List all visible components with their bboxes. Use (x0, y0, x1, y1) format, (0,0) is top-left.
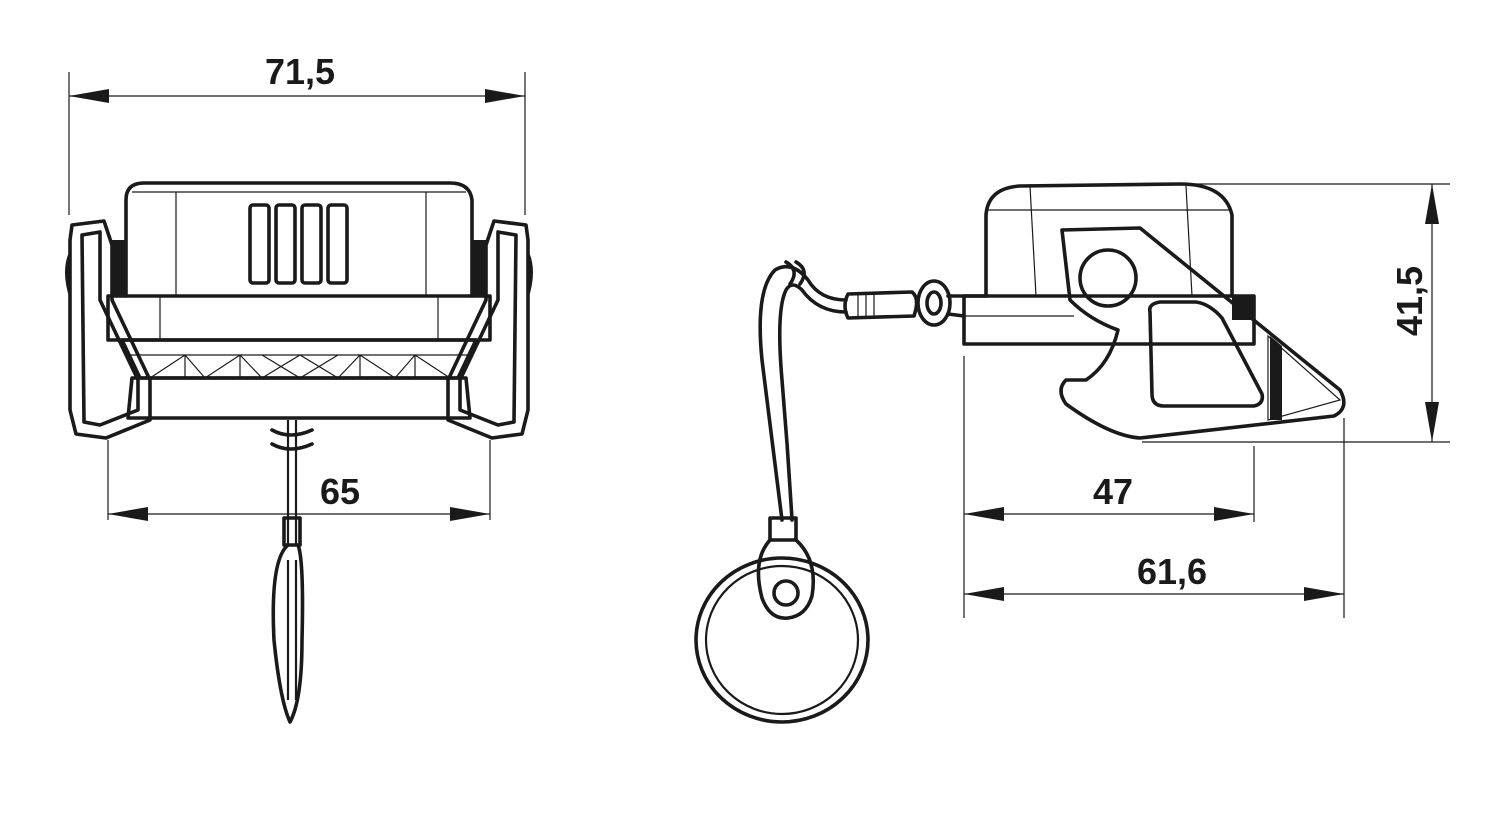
dim-side-height: 41,5 (1389, 266, 1430, 336)
dim-front-inner-width: 65 (320, 471, 360, 512)
front-tether (270, 420, 314, 724)
side-tether (694, 260, 988, 724)
dim-side-length-total: 61,6 (1137, 551, 1207, 592)
side-dimensions (963, 183, 1450, 618)
grip-slots (248, 203, 349, 285)
lattice (149, 354, 451, 379)
front-view (65, 181, 533, 724)
locking-lever (1059, 226, 1346, 440)
dim-side-length-short: 47 (1093, 471, 1133, 512)
dim-front-width: 71,5 (265, 51, 335, 92)
front-dimensions (68, 72, 526, 521)
side-view (694, 182, 1346, 724)
